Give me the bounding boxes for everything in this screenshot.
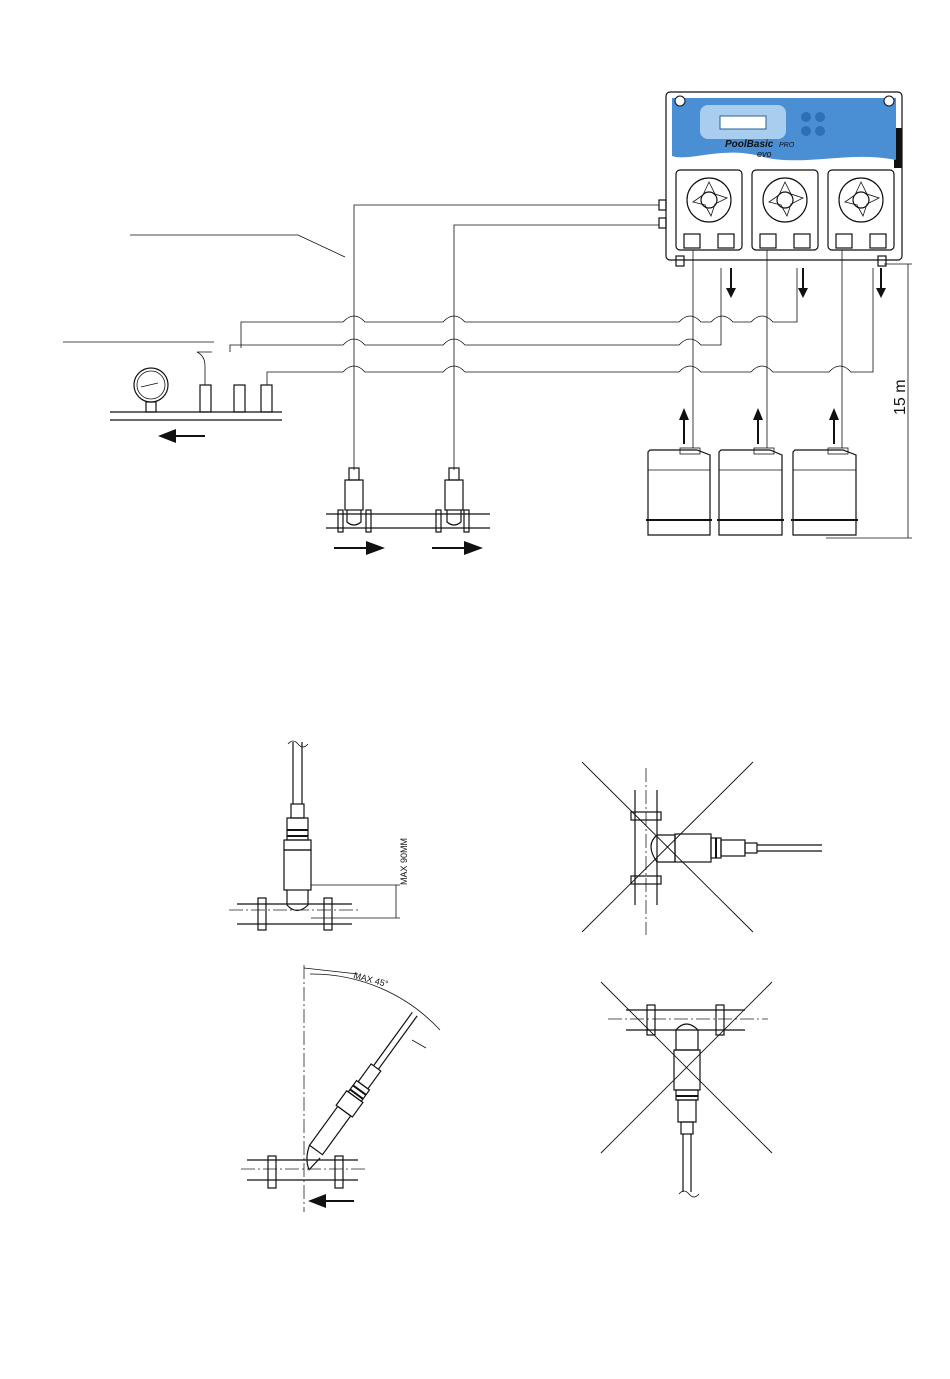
injection-valve — [261, 385, 272, 412]
detail-wrong-inverted — [601, 982, 772, 1197]
max-angle-label: MAX 45° — [352, 970, 389, 989]
flow-arrow-icon — [366, 541, 385, 555]
tank-3 — [791, 448, 858, 535]
dosing-unit: PoolBasic PRO evo — [659, 92, 902, 266]
pump-3 — [828, 170, 894, 250]
lcd-display — [720, 116, 766, 129]
down-button[interactable] — [801, 126, 811, 136]
tank-2 — [717, 448, 784, 535]
delivery-lines — [197, 268, 873, 385]
pump-2 — [752, 170, 818, 250]
flow-arrow-icon — [308, 1194, 326, 1208]
probe-pipe — [326, 468, 490, 555]
pump-1 — [676, 170, 742, 250]
mount-foot — [676, 256, 684, 266]
leader-line-probes — [130, 235, 345, 257]
injection-valve — [200, 385, 211, 412]
flow-arrow-icon — [158, 429, 176, 443]
probe-ph — [345, 468, 363, 525]
brand-suffix: PRO — [779, 142, 795, 149]
screw-icon — [675, 96, 685, 106]
probe-port — [659, 200, 666, 210]
mount-foot — [878, 256, 886, 266]
probe-orp — [445, 468, 463, 525]
detail-correct-inclined: MAX 45° — [241, 965, 440, 1212]
enter-button[interactable] — [815, 126, 825, 136]
probe-port — [659, 218, 666, 228]
esc-button[interactable] — [815, 112, 825, 122]
injection-valve — [234, 385, 245, 412]
brand-model: evo — [757, 149, 772, 159]
max-depth-label: MAX 90MM — [399, 838, 409, 885]
detail-correct-vertical: MAX 90MM — [229, 741, 409, 930]
tank-1 — [646, 448, 712, 535]
flow-arrow-icon — [464, 541, 483, 555]
injection-pipe — [110, 368, 282, 443]
suction-lines — [679, 250, 842, 448]
outlet-arrows — [726, 268, 886, 298]
screw-icon — [884, 96, 894, 106]
height-label: 15 m — [892, 379, 909, 415]
up-button[interactable] — [801, 112, 811, 122]
detail-wrong-horizontal — [582, 762, 822, 935]
chemical-tanks — [646, 448, 858, 535]
probe-cables — [354, 205, 659, 470]
height-dimension: 15 m — [826, 264, 912, 538]
